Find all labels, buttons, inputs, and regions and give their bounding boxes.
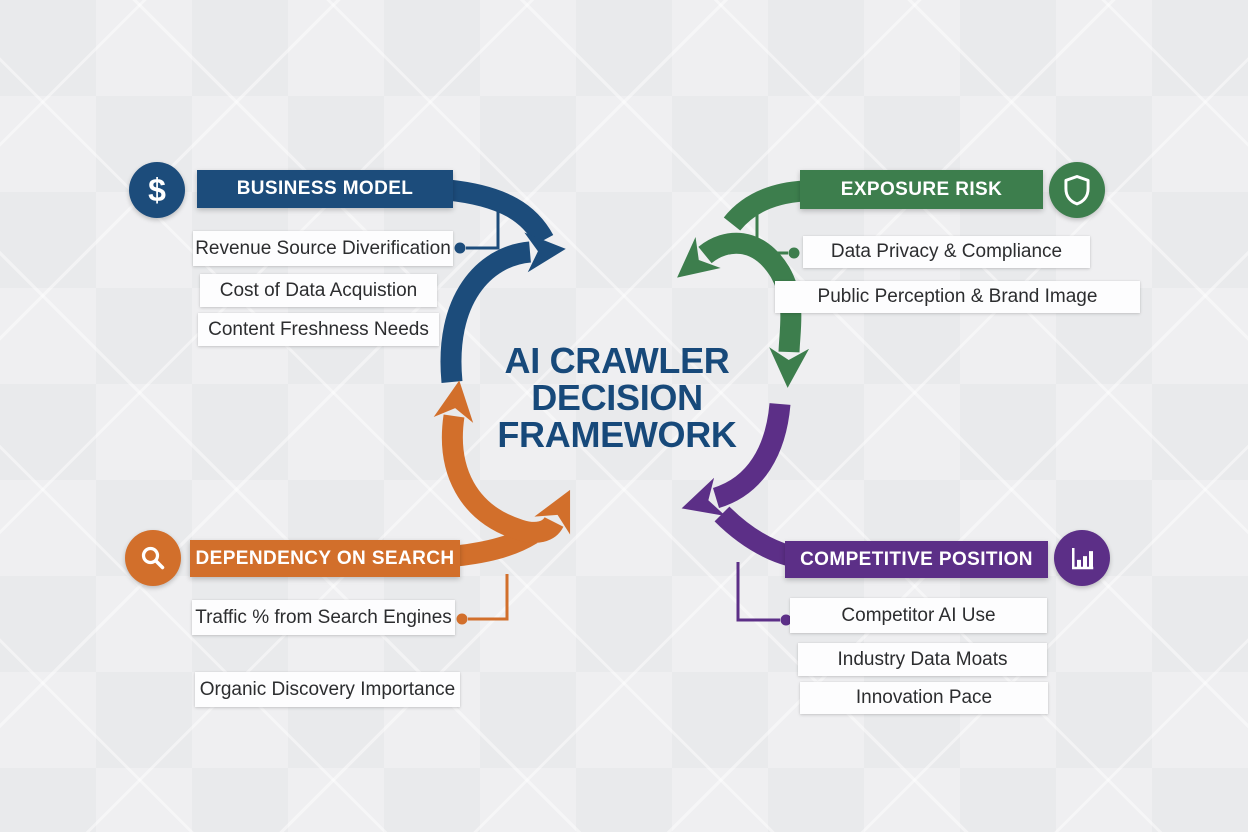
title-line: DECISION [531,377,703,418]
list-item: Cost of Data Acquistion [200,274,437,307]
dependency-on-search-arrow [433,380,571,625]
dependency-connector-dot [456,613,468,625]
title-line: AI CRAWLER [504,340,730,381]
list-item: Revenue Source Diverification [193,231,453,266]
section-header-dependency-on-search: DEPENDENCY ON SEARCH [190,540,460,577]
competitive-connector-dot [780,614,792,626]
exposure-risk-connector-dot [788,247,800,259]
list-item: Innovation Pace [800,682,1048,714]
shield-icon [1049,162,1105,218]
list-item: Traffic % from Search Engines [192,600,455,635]
list-item: Competitor AI Use [790,598,1047,633]
page-title: AI CRAWLER DECISION FRAMEWORK [462,342,772,453]
bar-chart-icon [1054,530,1110,586]
exposure-risk-arrow [677,180,810,388]
section-header-exposure-risk: EXPOSURE RISK [800,170,1043,209]
section-header-business-model: BUSINESS MODEL [197,170,453,208]
list-item: Public Perception & Brand Image [775,281,1140,313]
list-item: Content Freshness Needs [198,313,439,346]
competitive-position-arrow [681,402,794,626]
title-line: FRAMEWORK [497,414,737,455]
business-model-connector-dot [454,242,466,254]
list-item: Data Privacy & Compliance [803,236,1090,268]
list-item: Organic Discovery Importance [195,672,460,707]
search-icon [125,530,181,586]
business-model-arrow [440,179,566,384]
dollar-icon: $ [129,162,185,218]
section-header-competitive-position: COMPETITIVE POSITION [785,541,1048,578]
list-item: Industry Data Moats [798,643,1047,676]
